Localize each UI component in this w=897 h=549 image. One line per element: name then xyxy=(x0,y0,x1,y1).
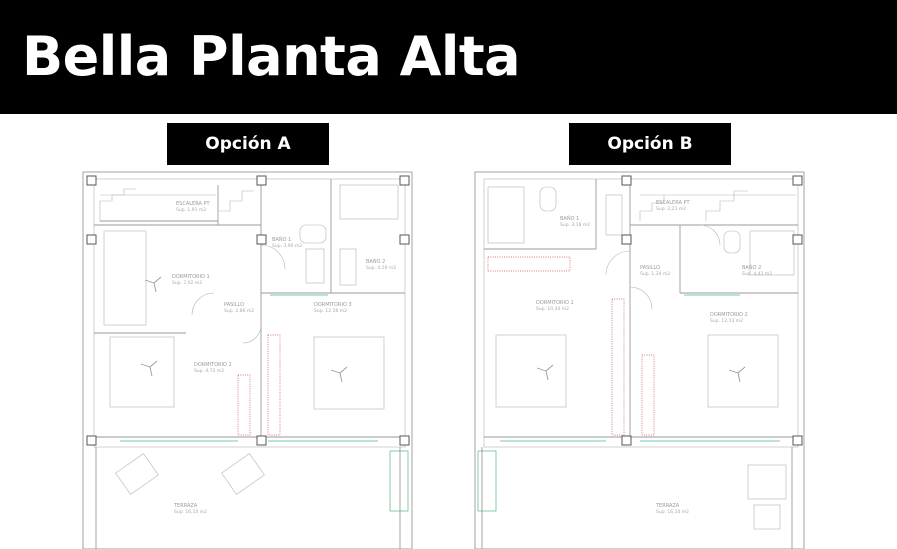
room-name: TERRAZA xyxy=(173,503,198,509)
room-name: DORMITORIO 1 xyxy=(536,300,574,306)
plan-a-walls xyxy=(82,171,413,549)
room-labels: BAÑO 1 Sup. 3,18 m2 ESCALERA PT Sup. 2,2… xyxy=(536,200,772,515)
beds xyxy=(103,230,385,410)
room-labels: ESCALERA PT Sup. 1,91 m2 BAÑO 1 Sup. 3,9… xyxy=(172,201,396,515)
floor-plan-option-a: ESCALERA PT Sup. 1,91 m2 BAÑO 1 Sup. 3,9… xyxy=(82,171,413,549)
room-name: BAÑO 2 xyxy=(742,264,761,271)
room-area: Sup. 3,18 m2 xyxy=(560,222,590,228)
room-area: Sup. 1,34 m2 xyxy=(640,271,670,277)
terrace-furniture xyxy=(477,450,787,530)
room-name: BAÑO 1 xyxy=(560,215,579,222)
option-b-label: Opción B xyxy=(569,123,731,165)
bathroom-fixtures xyxy=(487,186,795,276)
room-area: Sup. 12,56 m2 xyxy=(314,308,347,314)
structural-columns xyxy=(621,175,803,446)
room-area: Sup. 4,41 m2 xyxy=(742,271,772,277)
room-area: Sup. 4,72 m2 xyxy=(194,368,224,374)
wardrobes xyxy=(487,256,655,436)
plan-b-walls xyxy=(474,171,805,549)
wardrobes xyxy=(237,334,281,436)
stair-symbol xyxy=(99,188,254,221)
room-area: Sup. 16,10 m2 xyxy=(174,509,207,515)
room-area: Sup. 2,21 m2 xyxy=(656,206,686,212)
windows xyxy=(120,294,378,442)
bathroom-fixtures xyxy=(299,184,399,286)
room-area: Sup. 3,90 m2 xyxy=(272,243,302,249)
room-name: ESCALERA PT xyxy=(176,201,210,207)
room-name: DORMITORIO 1 xyxy=(172,274,210,280)
room-area: Sup. 1,91 m2 xyxy=(176,207,206,213)
room-area: Sup. 4,50 m2 xyxy=(366,265,396,271)
beds xyxy=(495,334,779,408)
room-name: BAÑO 1 xyxy=(272,236,291,243)
ceiling-fans xyxy=(140,276,348,383)
door-swings xyxy=(605,224,721,310)
option-a-label: Opción A xyxy=(167,123,329,165)
room-name: BAÑO 2 xyxy=(366,258,385,265)
terrace-furniture xyxy=(115,450,409,512)
room-name: TERRAZA xyxy=(655,503,680,509)
title-banner: Bella Planta Alta xyxy=(0,0,897,114)
ceiling-fans xyxy=(536,364,746,383)
stair-symbol xyxy=(639,190,796,221)
room-name: DORMITORIO 2 xyxy=(710,312,748,318)
door-swings xyxy=(191,244,286,344)
room-area: Sup. 12,13 m2 xyxy=(710,318,743,324)
room-name: ESCALERA PT xyxy=(656,200,690,206)
room-name: PASILLO xyxy=(640,265,660,271)
windows xyxy=(500,294,780,442)
room-name: DORMITORIO 3 xyxy=(314,302,352,308)
structural-columns xyxy=(86,175,410,446)
room-name: PASILLO xyxy=(224,302,244,308)
floor-plan-option-b: BAÑO 1 Sup. 3,18 m2 ESCALERA PT Sup. 2,2… xyxy=(474,171,805,549)
page-title: Bella Planta Alta xyxy=(22,25,521,88)
room-area: Sup. 7,02 m2 xyxy=(172,280,202,286)
room-area: Sup. 10,30 m2 xyxy=(536,306,569,312)
room-area: Sup. 16,10 m2 xyxy=(656,509,689,515)
room-area: Sup. 2,86 m2 xyxy=(224,308,254,314)
room-name: DORMITORIO 2 xyxy=(194,362,232,368)
